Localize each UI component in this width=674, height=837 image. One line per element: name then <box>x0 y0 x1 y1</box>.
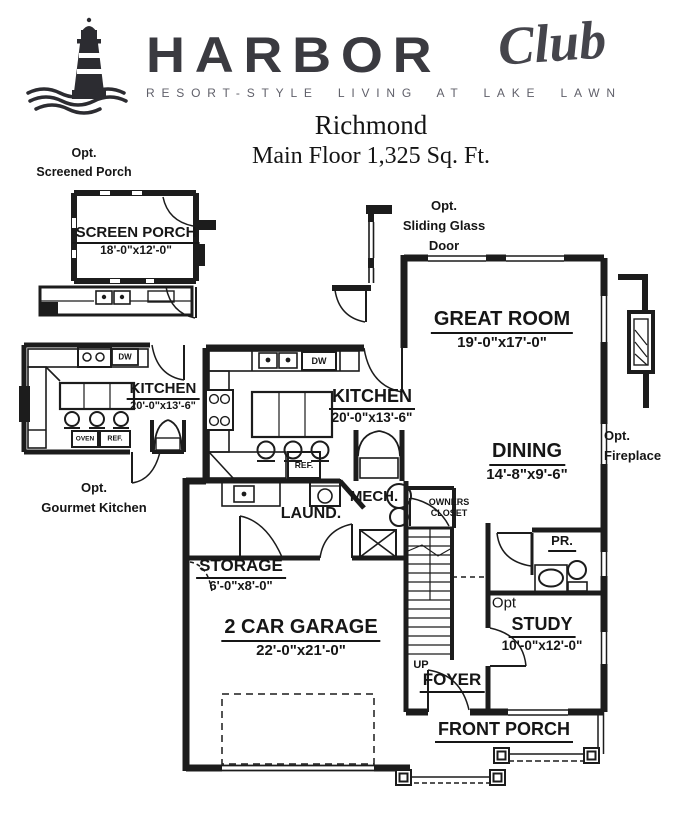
stairs <box>407 528 453 655</box>
room-label-garage: 2 CAR GARAGE 22'-0"x21'-0" <box>221 616 381 659</box>
brand-wordmark: HARBOR <box>146 27 442 83</box>
front-porch-outline <box>395 712 605 786</box>
room-dims: 18'-0"x12'-0" <box>100 243 172 258</box>
note-fireplace: Opt. Fireplace <box>604 426 661 466</box>
room-dims: 20'-0"x13'-6" <box>331 409 413 425</box>
room-label-kitchen: KITCHEN 20'-0"x13'-6" <box>329 386 415 425</box>
stairs-up-label: UP <box>413 659 429 671</box>
refrigerator-label: REF. <box>294 460 314 470</box>
screen-porch-inset <box>38 190 216 319</box>
room-label-study: STUDY 10'-0"x12'-0" <box>502 614 583 653</box>
note-screened-porch: Opt. Screened Porch <box>36 144 131 183</box>
note-line: Screened Porch <box>36 165 132 180</box>
note-line: Sliding Glass <box>402 218 486 234</box>
dishwasher-label: DW <box>311 356 327 366</box>
room-name: KITCHEN <box>329 386 415 410</box>
room-label-foyer: FOYER <box>419 670 485 693</box>
gourmet-kitchen-inset <box>19 342 186 484</box>
room-dims: 6'-0"x8'-0" <box>209 577 273 593</box>
note-line: Opt. <box>604 428 630 443</box>
note-sliding-glass-door: Opt. Sliding Glass Door <box>403 196 485 256</box>
note-line: Opt. <box>71 146 97 160</box>
dishwasher-label-gourmet: DW <box>118 352 132 362</box>
room-dims: 19'-0"x17'-0" <box>457 334 547 351</box>
room-name: DINING <box>489 440 565 466</box>
note-study-opt: Opt <box>491 594 517 612</box>
oven-label-gourmet: OVEN <box>75 435 95 443</box>
room-name: STUDY <box>508 614 576 638</box>
room-label-powder-room: PR. <box>548 533 576 552</box>
room-name: KITCHEN <box>126 380 200 401</box>
kitchen-fixtures <box>205 350 360 479</box>
garage-door <box>221 693 375 772</box>
room-label-laundry: LAUND. <box>278 505 344 524</box>
note-gourmet-kitchen: Opt. Gourmet Kitchen <box>41 478 146 518</box>
room-label-great-room: GREAT ROOM 19'-0"x17'-0" <box>430 308 574 351</box>
powder-room-fixtures <box>534 560 588 593</box>
plan-name-title: Richmond <box>314 110 428 140</box>
note-line: Door <box>428 238 460 254</box>
room-name: GREAT ROOM <box>430 308 574 334</box>
room-label-mech: MECH. <box>347 488 401 506</box>
note-line: Opt. <box>430 198 457 213</box>
note-line: Opt. <box>81 480 107 495</box>
sliding-door-inset <box>332 205 392 323</box>
room-name: FRONT PORCH <box>435 719 573 743</box>
laundry-fixtures <box>221 479 341 507</box>
lighthouse-icon <box>26 17 128 115</box>
note-line: Gourmet Kitchen <box>41 500 147 516</box>
note-line: Fireplace <box>604 448 662 464</box>
room-dims: 14'-8"x9'-6" <box>486 466 568 483</box>
brand-tagline: RESORT-STYLE LIVING AT LAKE LAWN <box>146 86 622 100</box>
room-name: 2 CAR GARAGE <box>221 616 381 642</box>
room-name: STORAGE <box>196 556 286 579</box>
room-dims: 20'-0"x13'-6" <box>130 400 196 413</box>
windows <box>428 252 610 718</box>
room-name: PR. <box>548 533 576 552</box>
room-label-owners-closet: OWNERS CLOSET <box>429 497 470 519</box>
room-name: OWNERS <box>428 497 470 507</box>
brand-script-wordmark: Club <box>496 9 609 77</box>
room-label-storage: STORAGE 6'-0"x8'-0" <box>196 556 286 593</box>
wave-lines-icon <box>26 87 128 115</box>
room-label-gourmet-kitchen: KITCHEN 20'-0"x13'-6" <box>126 380 200 413</box>
room-dims: 22'-0"x21'-0" <box>256 642 346 659</box>
room-name: MECH. <box>349 488 399 505</box>
room-name: LAUND. <box>280 505 342 522</box>
floor-info-title: Main Floor 1,325 Sq. Ft. <box>251 143 491 169</box>
room-dims: 10'-0"x12'-0" <box>501 637 583 653</box>
room-name: CLOSET <box>430 507 468 518</box>
pantry-doors <box>357 430 401 479</box>
room-label-screen-porch: SCREEN PORCH 18'-0"x12'-0" <box>72 224 200 258</box>
room-name: FOYER <box>419 670 485 693</box>
room-label-front-porch: FRONT PORCH <box>435 719 573 743</box>
refrigerator-label-gourmet: REF. <box>107 435 123 443</box>
room-label-dining: DINING 14'-8"x9'-6" <box>486 440 567 483</box>
fireplace-inset <box>618 274 655 408</box>
room-name: SCREEN PORCH <box>72 224 200 245</box>
mech-fixtures <box>359 483 412 558</box>
door-swings <box>189 347 532 712</box>
